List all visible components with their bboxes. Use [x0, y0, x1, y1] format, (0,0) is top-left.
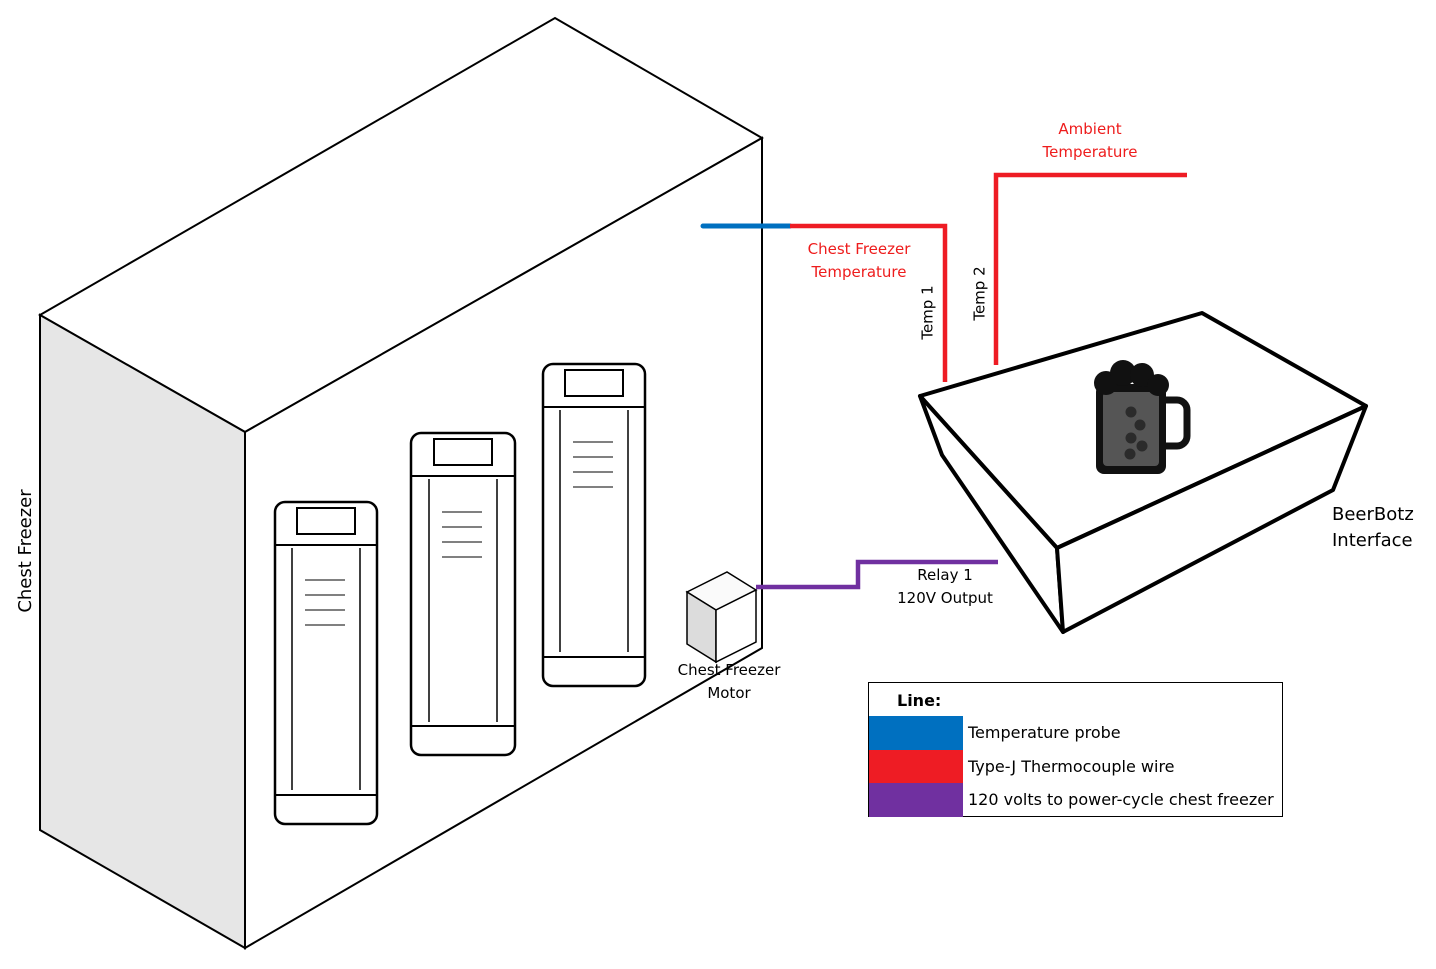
legend: Line: Temperature probe Type-J Thermocou…	[868, 682, 1283, 817]
ambient-temperature-line-1: Ambient	[1058, 120, 1122, 138]
keg-middle	[409, 431, 517, 757]
chest-freezer-temperature-line-2: Temperature	[811, 263, 907, 281]
keg-left	[273, 500, 379, 826]
legend-swatch-blue	[869, 716, 963, 750]
wires	[700, 172, 1187, 590]
motor-cube	[685, 571, 758, 664]
legend-item-power: 120 volts to power-cycle chest freezer	[869, 783, 1282, 817]
relay-label: Relay 1 120V Output	[880, 564, 1010, 610]
chest-freezer-temperature-label: Chest Freezer Temperature	[788, 238, 930, 284]
legend-item-label: Temperature probe	[968, 723, 1121, 742]
ambient-temperature-line-2: Temperature	[1042, 143, 1138, 161]
motor-line-2: Motor	[707, 684, 751, 702]
chest-freezer-temperature-line-1: Chest Freezer	[807, 240, 911, 258]
legend-item-temperature-probe: Temperature probe	[869, 716, 1282, 750]
temp2-label: Temp 2	[970, 266, 989, 321]
keg-right	[541, 362, 647, 688]
chest-freezer-box	[37, 16, 765, 950]
legend-item-label: Type-J Thermocouple wire	[968, 757, 1175, 776]
temp1-label: Temp 1	[918, 285, 937, 340]
legend-title: Line:	[897, 691, 942, 710]
temp2-thermocouple-line	[993, 172, 1187, 365]
legend-swatch-red	[869, 750, 963, 784]
beer-mug-icon	[1094, 360, 1191, 474]
relay-power-line	[756, 559, 998, 590]
motor-label: Chest Freezer Motor	[668, 659, 790, 705]
beerbotz-interface-line-1: BeerBotz	[1332, 504, 1414, 525]
beerbotz-interface-label: BeerBotz Interface	[1332, 502, 1432, 554]
relay-line-1: Relay 1	[917, 566, 973, 584]
temp1-thermocouple-line	[790, 223, 948, 382]
legend-item-thermocouple: Type-J Thermocouple wire	[869, 750, 1282, 784]
legend-item-label: 120 volts to power-cycle chest freezer	[968, 790, 1274, 809]
legend-swatch-purple	[869, 783, 963, 817]
beerbotz-interface-line-2: Interface	[1332, 530, 1413, 551]
relay-line-2: 120V Output	[897, 589, 993, 607]
chest-freezer-label: Chest Freezer	[15, 489, 36, 613]
motor-line-1: Chest Freezer	[677, 661, 781, 679]
ambient-temperature-label: Ambient Temperature	[1015, 118, 1165, 164]
